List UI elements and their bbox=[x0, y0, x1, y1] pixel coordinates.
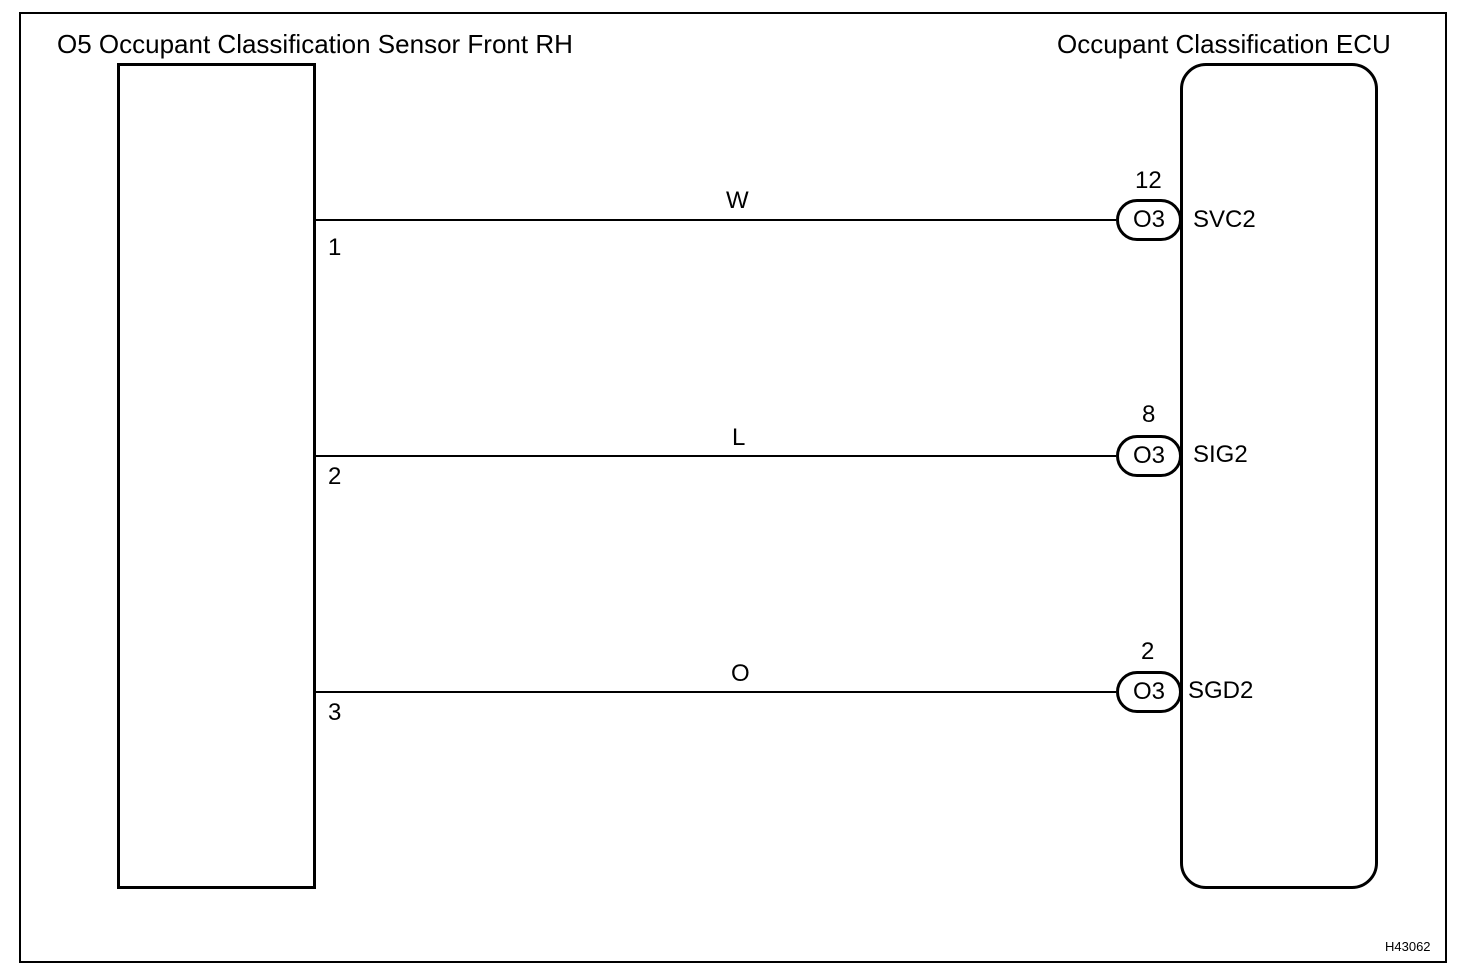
connector-badge: O3 bbox=[1116, 435, 1182, 477]
wire-line bbox=[316, 455, 1116, 457]
ecu-signal-label: SGD2 bbox=[1188, 677, 1254, 704]
ecu-pin-number: 8 bbox=[1142, 401, 1156, 428]
ecu-title: Occupant Classification ECU bbox=[1057, 29, 1391, 59]
sensor-pin-number: 1 bbox=[328, 234, 342, 261]
wire-color-label: L bbox=[732, 424, 746, 451]
sensor-pin-number: 3 bbox=[328, 699, 342, 726]
ecu-pin-number: 12 bbox=[1135, 167, 1162, 194]
sensor-pin-number: 2 bbox=[328, 463, 342, 490]
connector-label: O3 bbox=[1132, 678, 1165, 705]
sensor-box bbox=[117, 63, 316, 889]
ecu-pin-number: 2 bbox=[1141, 638, 1155, 665]
connector-badge: O3 bbox=[1116, 671, 1182, 713]
figure-id: H43062 bbox=[1385, 939, 1431, 954]
ecu-box bbox=[1180, 63, 1378, 889]
sensor-title: O5 Occupant Classification Sensor Front … bbox=[57, 29, 573, 59]
wire-color-label: W bbox=[726, 187, 749, 214]
ecu-signal-label: SIG2 bbox=[1193, 441, 1248, 468]
connector-label: O3 bbox=[1132, 206, 1165, 233]
ecu-signal-label: SVC2 bbox=[1193, 206, 1256, 233]
connector-badge: O3 bbox=[1116, 199, 1182, 241]
wire-color-label: O bbox=[731, 660, 750, 687]
diagram-frame bbox=[19, 12, 1447, 963]
wire-line bbox=[316, 219, 1116, 221]
wire-line bbox=[316, 691, 1116, 693]
connector-label: O3 bbox=[1132, 442, 1165, 469]
